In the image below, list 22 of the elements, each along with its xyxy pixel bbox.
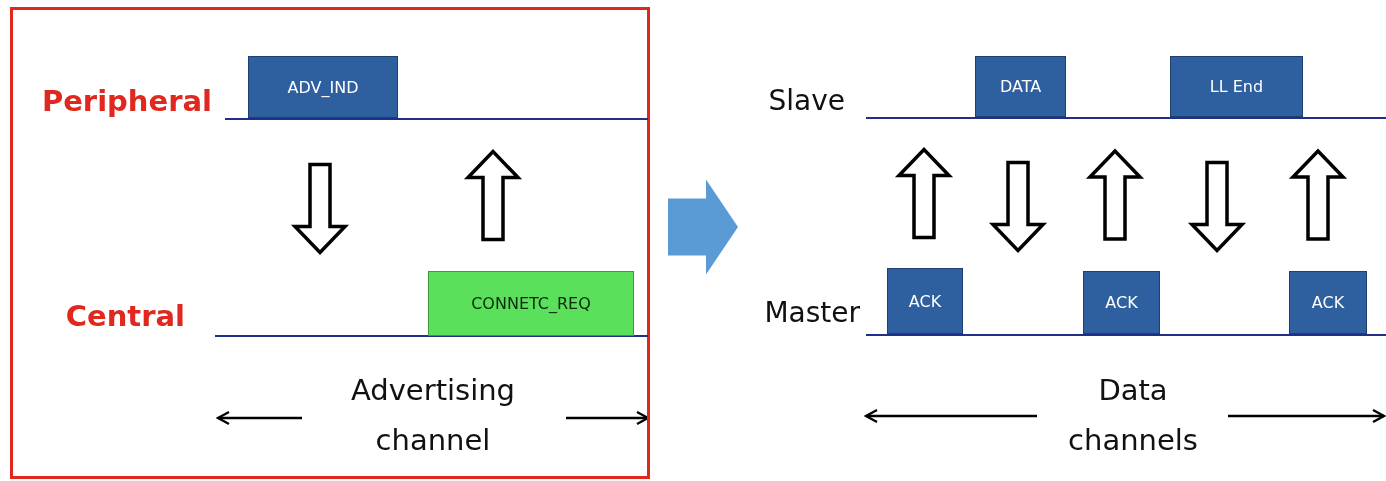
- block-arrow: [1085, 148, 1145, 241]
- channel-label: Data channels: [1067, 372, 1199, 459]
- timeline-label: Slave: [767, 84, 845, 117]
- block-arrow: [1187, 160, 1247, 254]
- timeline-label: Peripheral: [40, 84, 212, 118]
- packet-box: ACK: [1083, 271, 1160, 334]
- timeline-label: Central: [64, 299, 185, 333]
- packet-box: LL End: [1170, 56, 1303, 117]
- block-arrow: [463, 148, 523, 242]
- block-arrow: [290, 162, 350, 256]
- highlight-frame: [10, 7, 650, 479]
- block-arrow: [988, 160, 1048, 254]
- packet-box: ACK: [1289, 271, 1367, 334]
- channel-label: Advertising channel: [349, 372, 516, 459]
- block-arrow: [668, 179, 738, 275]
- packet-box: CONNETC_REQ: [428, 271, 634, 336]
- packet-box: ADV_IND: [248, 56, 398, 118]
- block-arrow: [1288, 148, 1348, 241]
- packet-box: ACK: [887, 268, 963, 334]
- timeline-label: Master: [763, 296, 860, 329]
- block-arrow: [894, 146, 954, 240]
- packet-box: DATA: [975, 56, 1066, 117]
